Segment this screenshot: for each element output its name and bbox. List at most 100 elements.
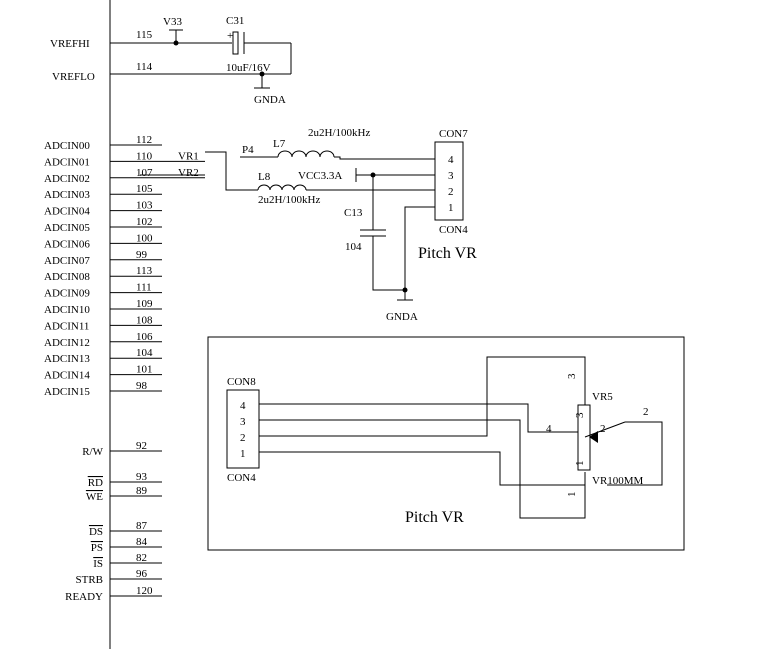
net-label: VR2 [178, 167, 199, 179]
c31-plus: + [227, 30, 233, 42]
con8-connector [226, 389, 260, 469]
pin-name-vreflo: VREFLO [52, 71, 95, 83]
l8-inductor [257, 184, 307, 191]
pin-number: 102 [136, 216, 153, 228]
c13-ref: C13 [344, 207, 363, 219]
pin-number: 3 [574, 412, 586, 418]
pin-name-control: PS [91, 542, 103, 554]
con7-pin: 3 [448, 170, 454, 182]
pin-number: 2 [600, 423, 606, 435]
pin-number: 4 [546, 423, 552, 435]
pin-name-vrefhi: VREFHI [50, 38, 90, 50]
pin-number: 98 [136, 380, 148, 392]
c31-plate-plus [232, 31, 239, 55]
pin-number: 93 [136, 471, 148, 483]
vref-section: VREFHI 115 V33 C31 + 10uF/16V VREFLO 114… [50, 15, 292, 106]
con8-pin: 1 [240, 448, 246, 460]
pin-number: 1 [574, 461, 586, 467]
con7-pin: 2 [448, 186, 454, 198]
pin-name-adcin: ADCIN15 [44, 386, 90, 398]
pin-number: 106 [136, 331, 153, 343]
pin-name-control: RD [88, 477, 103, 489]
pin-name-adcin: ADCIN05 [44, 222, 90, 234]
pin-number: 87 [136, 520, 148, 532]
pin-number: 109 [136, 298, 153, 310]
pitch-circuit-caption: Pitch VR [418, 245, 477, 262]
pin-number: 89 [136, 485, 148, 497]
con7-pin: 1 [448, 202, 454, 214]
con7-pin: 4 [448, 154, 454, 166]
con8-pin: 3 [240, 416, 246, 428]
pin-number: 108 [136, 314, 153, 326]
pin-name-adcin: ADCIN10 [44, 304, 90, 316]
pin-number: 100 [136, 232, 153, 244]
pin-name-adcin: ADCIN00 [44, 140, 90, 152]
pin-name-control: STRB [75, 574, 103, 586]
l7-value: 2u2H/100kHz [308, 127, 370, 139]
pin-name-adcin: ADCIN11 [44, 320, 89, 332]
pin-number: 1 [566, 492, 578, 498]
vr5-wiper-wire [607, 421, 663, 486]
net-label: VR1 [178, 150, 199, 162]
pin-name-adcin: ADCIN12 [44, 337, 90, 349]
pin-number-vreflo: 114 [136, 61, 153, 73]
pitch-module: CON8 4 3 2 1 CON4 VR5 VR100MM 3 2 1 4 2 … [207, 336, 685, 551]
c13-value: 104 [345, 241, 362, 253]
con7-connector [434, 141, 464, 221]
pin-number: 99 [136, 249, 148, 261]
pin-name-adcin: ADCIN04 [44, 206, 90, 218]
vcc-label: VCC3.3A [298, 170, 342, 182]
pin-name-control: IS [93, 558, 103, 570]
module-border [207, 336, 685, 551]
l8-ref: L8 [258, 171, 271, 183]
p4-label: P4 [242, 144, 254, 156]
pin-number: 105 [136, 183, 153, 195]
con7-pin1-to-gnda [404, 206, 435, 300]
con8-pin3-wire [259, 419, 586, 519]
gnda-label: GNDA [386, 311, 418, 323]
con8-pin: 2 [240, 432, 246, 444]
pin-name-adcin: ADCIN09 [44, 288, 90, 300]
con7-type: CON4 [439, 224, 468, 236]
con8-pin1-wire [259, 451, 585, 486]
pin-name-adcin: ADCIN13 [44, 353, 90, 365]
pin-number: 104 [136, 347, 153, 359]
con7-ref: CON7 [439, 128, 468, 140]
pin-number: 92 [136, 440, 147, 452]
pin-name-control: DS [89, 526, 103, 538]
vr5-arrow [589, 431, 598, 443]
l7-inductor [277, 150, 335, 158]
pin-name-adcin: ADCIN01 [44, 156, 90, 168]
con8-pin2-wire [259, 356, 586, 437]
pin-name-adcin: ADCIN03 [44, 189, 90, 201]
con8-ref: CON8 [227, 376, 256, 388]
pin-number: 3 [566, 373, 578, 379]
pin-number: 112 [136, 134, 152, 146]
pin-name-control: READY [65, 591, 103, 603]
pin-number: 103 [136, 200, 153, 212]
pin-name-adcin: ADCIN07 [44, 255, 90, 267]
pin-number: 107 [136, 167, 153, 179]
pin-number: 84 [136, 536, 148, 548]
l8-value: 2u2H/100kHz [258, 194, 320, 206]
con8-pin: 4 [240, 400, 246, 412]
pin-name-adcin: ADCIN14 [44, 370, 90, 382]
l7-to-con7-pin4 [334, 156, 435, 160]
l7-ref: L7 [273, 138, 286, 150]
pin-name-control: WE [86, 491, 103, 503]
pin-number-vrefhi: 115 [136, 29, 153, 41]
vr5-ref: VR5 [592, 391, 613, 403]
pin-name-adcin: ADCIN06 [44, 238, 90, 250]
pitch-module-caption: Pitch VR [405, 509, 464, 526]
pin-name-adcin: ADCIN02 [44, 173, 90, 185]
vr1-route [205, 151, 258, 191]
pin-number: 113 [136, 265, 153, 277]
pin-number: 101 [136, 364, 153, 376]
vr5-wiper [584, 421, 626, 438]
pin-number: 96 [136, 568, 148, 580]
c31-ref: C31 [226, 15, 244, 27]
pin-name-adcin: ADCIN08 [44, 271, 90, 283]
pin-name-control: R/W [82, 446, 103, 458]
